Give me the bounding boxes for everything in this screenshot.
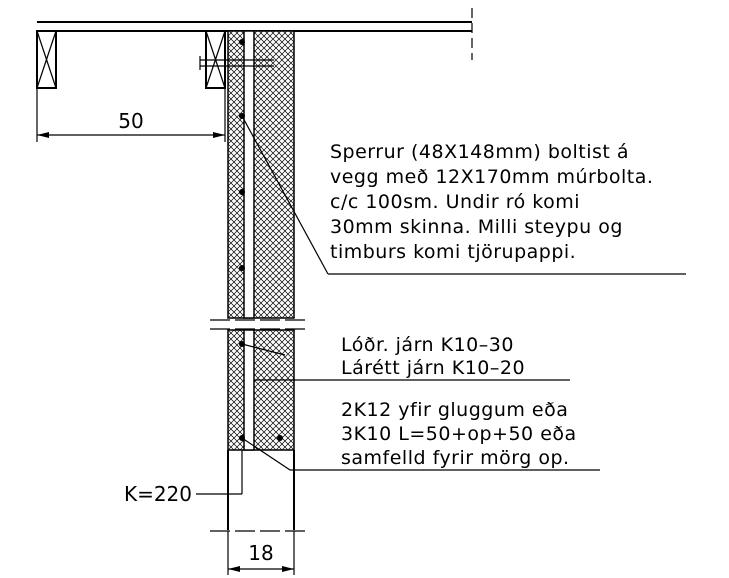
rafter-note-line: Sperrur (48X148mm) boltist á [330, 141, 629, 163]
rafter-note-line: vegg með 12X170mm múrbolta. [330, 166, 653, 188]
anchor-bolt [199, 56, 274, 70]
window-rebar-note-line: 3K10 L=50+op+50 eða [341, 423, 577, 445]
bar-position-label: K=220 [124, 482, 192, 506]
horizontal-rebar-note: Lárétt járn K10–20 [341, 357, 525, 379]
vertical-rebar-note: Lóðr. járn K10–30 [341, 334, 514, 356]
rebar-dots [239, 39, 283, 441]
break-lines [210, 319, 310, 532]
window-rebar-note-line: 2K12 yfir gluggum eða [341, 399, 568, 421]
window-rebar-note-line: samfelld fyrir mörg op. [341, 447, 570, 469]
wall-lower-edges [227, 450, 295, 530]
window-rebar-note: 2K12 yfir gluggum eða 3K10 L=50+op+50 eð… [341, 399, 577, 469]
leader-lines [196, 115, 686, 495]
concrete-wall-lower [227, 329, 295, 451]
rafter-note: Sperrur (48X148mm) boltist á vegg með 12… [330, 141, 653, 263]
dimension-overhang: 50 [36, 88, 226, 142]
rafter-note-line: timburs komi tjörupappi. [330, 241, 576, 263]
rafter-end-left [36, 30, 57, 89]
rafter-note-line: 30mm skinna. Milli steypu og [330, 216, 623, 238]
rafter-note-line: c/c 100sm. Undir ró komi [330, 191, 580, 213]
concrete-wall-upper [227, 30, 295, 319]
overhang-label: 50 [118, 109, 143, 133]
dimension-wall-thickness: 18 [227, 531, 295, 575]
wall-thickness-label: 18 [248, 541, 273, 565]
